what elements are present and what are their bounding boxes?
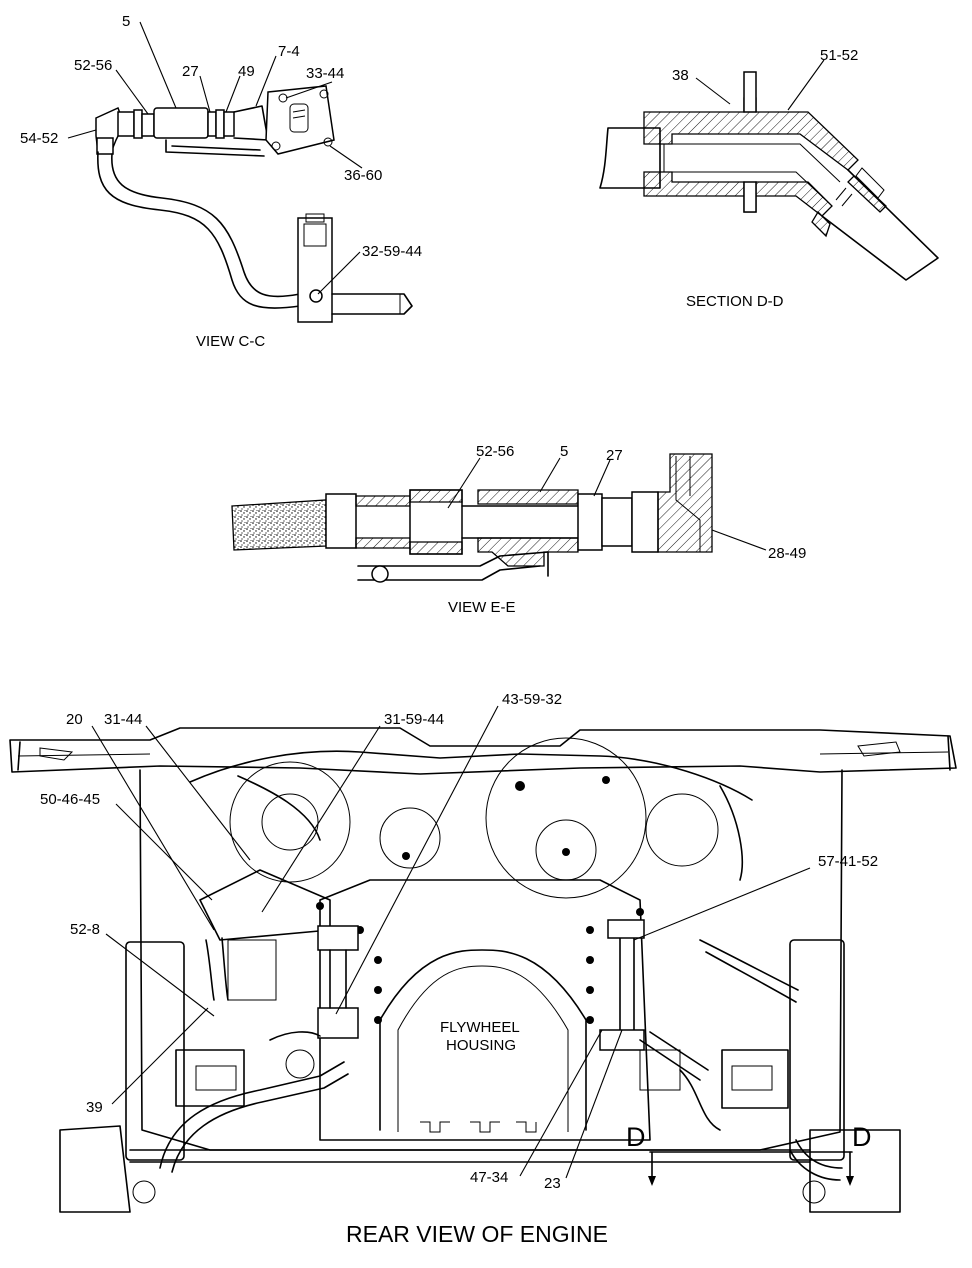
flywheel-label-line1: FLYWHEEL (440, 1019, 520, 1036)
callout-50-46-45: 50-46-45 (40, 791, 100, 808)
callout-52-56: 52-56 (476, 443, 514, 460)
view-cc-callouts: 5 52-56 27 49 7-4 33-44 54-52 36-60 32-5… (20, 13, 422, 350)
callout-28-49: 28-49 (768, 545, 806, 562)
callout-39: 39 (86, 1099, 103, 1116)
callout-7-4: 7-4 (278, 43, 300, 60)
rear-view-callouts: 43-59-32 20 31-44 31-59-44 50-46-45 57-4… (40, 691, 878, 1247)
callout-49: 49 (238, 63, 255, 80)
callout-33-44: 33-44 (306, 65, 344, 82)
callout-52-8: 52-8 (70, 921, 100, 938)
callout-51-52: 51-52 (820, 47, 858, 64)
callout-47-34: 47-34 (470, 1169, 508, 1186)
callout-5: 5 (560, 443, 568, 460)
view-cc-caption: VIEW C-C (196, 333, 265, 350)
section-marker-left: D (626, 1122, 646, 1152)
callout-32-59-44: 32-59-44 (362, 243, 422, 260)
section-dd-caption: SECTION D-D (686, 293, 784, 310)
rear-view (9, 705, 957, 1213)
callout-36-60: 36-60 (344, 167, 382, 184)
flywheel-label-line2: HOUSING (446, 1037, 516, 1054)
section-marker-right: D (852, 1122, 872, 1152)
callout-27: 27 (606, 447, 623, 464)
callout-5: 5 (122, 13, 130, 30)
bolt-holes (316, 776, 644, 1024)
callout-31-44: 31-44 (104, 711, 142, 728)
callout-57-41-52: 57-41-52 (818, 853, 878, 870)
callout-23: 23 (544, 1175, 561, 1192)
callout-52-56: 52-56 (74, 57, 112, 74)
callout-27: 27 (182, 63, 199, 80)
view-ee-callouts: 52-56 5 27 28-49 VIEW E-E (448, 443, 806, 616)
view-ee-caption: VIEW E-E (448, 599, 516, 616)
section-dd (599, 59, 939, 281)
view-ee (231, 453, 767, 583)
callout-38: 38 (672, 67, 689, 84)
callout-43-59-32: 43-59-32 (502, 691, 562, 708)
section-dd-callouts: 38 51-52 SECTION D-D (672, 47, 858, 310)
callout-31-59-44: 31-59-44 (384, 711, 444, 728)
callout-54-52: 54-52 (20, 130, 58, 147)
view-cc (67, 21, 413, 323)
callout-20: 20 (66, 711, 83, 728)
rear-view-caption: REAR VIEW OF ENGINE (346, 1221, 608, 1247)
